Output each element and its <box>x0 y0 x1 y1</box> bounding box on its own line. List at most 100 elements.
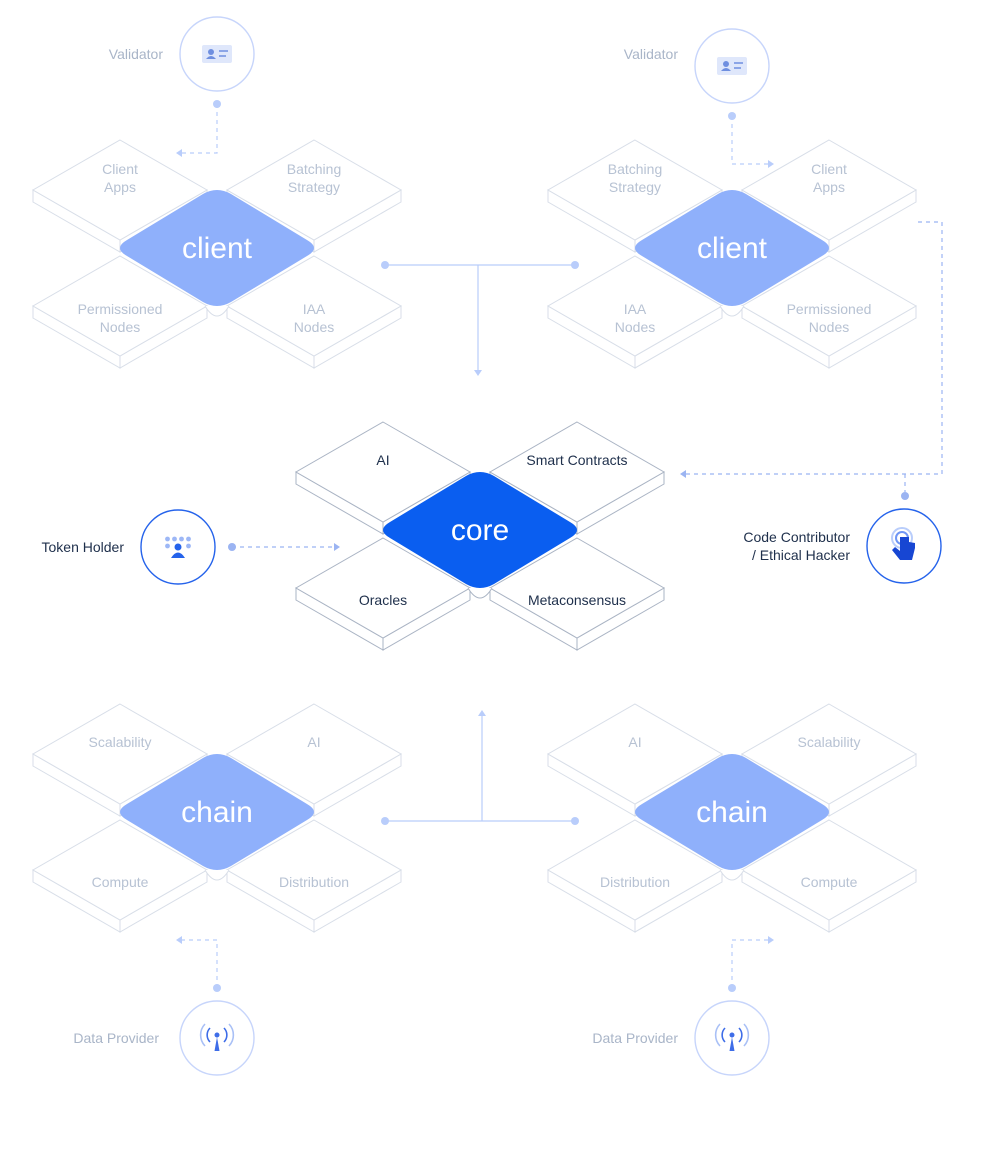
validator-right-arrow <box>768 160 774 168</box>
top-bus-dot-right <box>571 261 579 269</box>
id-card-icon <box>202 45 232 63</box>
tile-top <box>546 703 724 805</box>
actor-label-line: Token Holder <box>42 539 125 555</box>
community-icon <box>165 536 191 558</box>
validator-left-line <box>182 104 218 154</box>
tile-label: Compute <box>801 874 858 890</box>
data-left-arrow <box>176 936 182 944</box>
tile-label: Compute <box>92 874 149 890</box>
person-dot <box>179 536 184 542</box>
card-head <box>723 61 729 67</box>
tile-label: Scalability <box>88 734 151 750</box>
wave-outer <box>228 1023 235 1047</box>
hand <box>892 537 915 560</box>
actor-label: Code Contributor / Ethical Hacker <box>743 529 850 563</box>
actor-label-line: / Ethical Hacker <box>752 547 850 563</box>
card <box>717 57 747 75</box>
tile-label-line: Apps <box>104 179 136 195</box>
antenna-mast <box>214 1037 220 1051</box>
card-body <box>721 68 731 71</box>
tile-label-line: Distribution <box>279 874 349 890</box>
actor-label: Token Holder <box>42 539 125 555</box>
tile-label-line: Client <box>811 161 847 177</box>
tile-top <box>546 255 724 357</box>
tile-label: Distribution <box>600 874 670 890</box>
broadcast-icon <box>199 1023 235 1051</box>
tile-label-line: Batching <box>287 161 341 177</box>
actor-label-line: Validator <box>624 46 679 62</box>
actor-label-line: Data Provider <box>592 1030 678 1046</box>
hub-label: client <box>697 232 768 265</box>
person-dot <box>172 536 177 542</box>
tile-top <box>488 421 666 523</box>
tile-core-2: Oracles <box>294 537 472 651</box>
tile-label: AI <box>307 734 320 750</box>
actor-label-line: Code Contributor <box>743 529 850 545</box>
hub-label: chain <box>181 796 253 829</box>
tile-label-line: Smart Contracts <box>526 452 627 468</box>
actor-label-line: Validator <box>109 46 164 62</box>
wave <box>738 1027 743 1043</box>
data-right-arrow <box>768 936 774 944</box>
broadcast-icon <box>714 1023 750 1051</box>
tile-top <box>740 703 918 805</box>
tile-label: Metaconsensus <box>528 592 626 608</box>
hub-notch <box>719 869 745 881</box>
tile-label: Smart Contracts <box>526 452 627 468</box>
tile-label-line: Compute <box>801 874 858 890</box>
card-body <box>206 56 216 59</box>
actor-label: Validator <box>624 46 679 62</box>
hub-notch <box>467 587 493 599</box>
tile-top <box>31 255 209 357</box>
tile-label-line: Metaconsensus <box>528 592 626 608</box>
tile-top <box>740 819 918 921</box>
tile-label-line: Oracles <box>359 592 407 608</box>
antenna-mast <box>729 1037 735 1051</box>
hub-label: core <box>451 514 509 547</box>
tile-label: AI <box>628 734 641 750</box>
tile-label-line: Batching <box>608 161 662 177</box>
actor-label-line: Data Provider <box>73 1030 159 1046</box>
tile-chain-left-0: Scalability <box>31 703 209 817</box>
tile-label: AI <box>376 452 389 468</box>
id-card-icon <box>717 57 747 75</box>
antenna-core <box>214 1032 220 1038</box>
bottom-bus-arrow <box>478 710 486 716</box>
tile-top <box>740 255 918 357</box>
tile-label: Distribution <box>279 874 349 890</box>
tile-top <box>546 819 724 921</box>
hub-chain <box>635 754 829 870</box>
card-head <box>208 49 214 55</box>
tile-chain-right-3: Compute <box>740 819 918 933</box>
tile-label-line: Nodes <box>294 319 334 335</box>
actor-validator-right: Validator <box>624 28 770 104</box>
tile-top <box>294 421 472 523</box>
tile-label-line: Nodes <box>615 319 655 335</box>
tile-label-line: Permissioned <box>78 301 163 317</box>
tile-top <box>225 819 403 921</box>
wave <box>721 1027 726 1043</box>
pointer-hand-icon <box>891 527 915 560</box>
tile-label-line: AI <box>376 452 389 468</box>
person-dot <box>186 536 191 542</box>
tile-label-line: Strategy <box>288 179 340 195</box>
hub-label: chain <box>696 796 768 829</box>
hub-notch <box>204 305 230 317</box>
data-left-line <box>182 939 218 988</box>
tile-label-line: Strategy <box>609 179 661 195</box>
tile-top <box>31 139 209 241</box>
tile-label: Scalability <box>797 734 860 750</box>
tile-chain-left-2: Compute <box>31 819 209 933</box>
person-head <box>174 543 182 551</box>
